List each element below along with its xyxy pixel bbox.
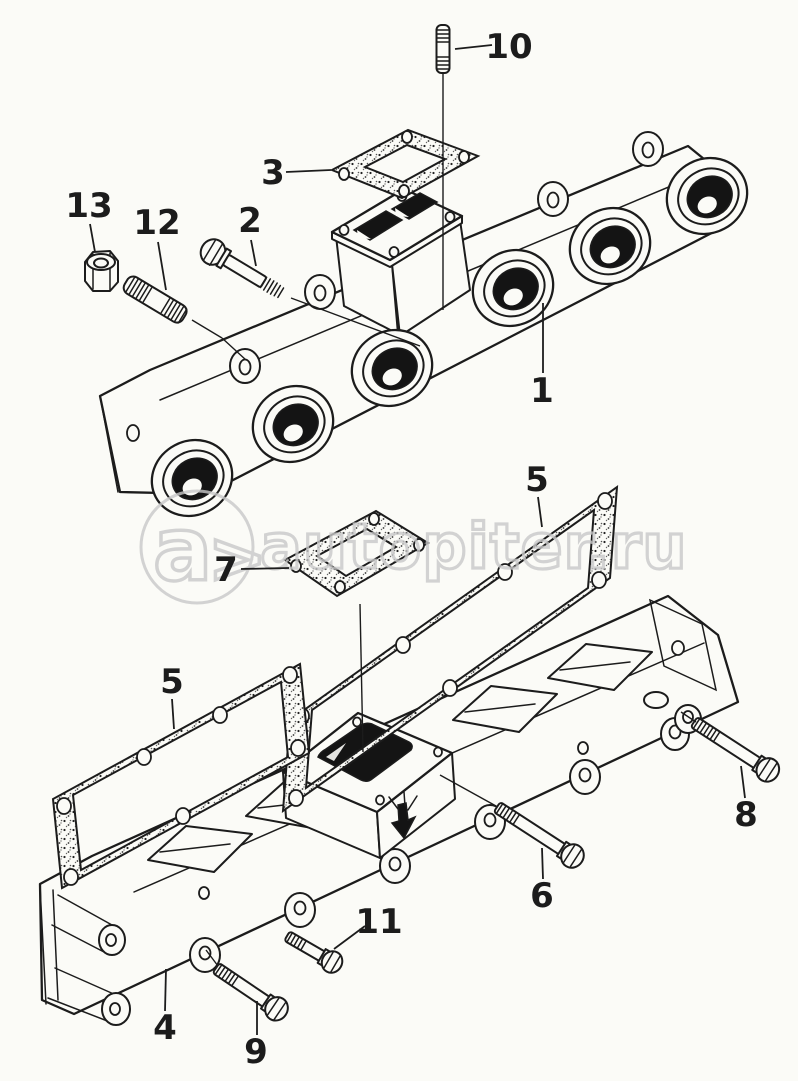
assembly-line [221, 337, 247, 361]
assembly-line [205, 949, 219, 967]
callouts-layer: 10 3 13 12 2 1 5 7 5 8 6 11 4 9 [65, 27, 758, 1072]
watermark-text: autopiter.ru [260, 510, 688, 583]
bolt-6 [493, 802, 585, 869]
callout-label-4: 4 [153, 1008, 177, 1048]
assembly-lines [191, 74, 697, 967]
callout-leader-line [89, 223, 96, 253]
watermark-logo-letter: a [153, 498, 212, 601]
bolt-9 [212, 963, 289, 1022]
callout-label-1: 1 [530, 371, 554, 411]
stud-10 [435, 24, 451, 74]
bolt-8 [690, 717, 781, 783]
callout-label-8: 8 [734, 795, 758, 835]
exhaust-manifold [98, 131, 749, 518]
callout-leader-line [240, 567, 290, 570]
callout-leader-line [333, 925, 366, 950]
assembly-line [439, 774, 497, 807]
intake-manifold [38, 594, 740, 1026]
exhaust-lugs [126, 131, 664, 442]
exhaust-ports [150, 156, 749, 518]
callout-leader-line [740, 765, 746, 799]
bolt-11 [284, 931, 344, 974]
assembly-line [290, 297, 421, 347]
nut-13 [84, 250, 119, 292]
callout-label-11: 11 [355, 902, 402, 942]
callout-label-2: 2 [238, 201, 262, 241]
flow-arrow-icon [388, 791, 418, 840]
stud-12 [122, 275, 188, 324]
gasket-turbo-upper [329, 128, 481, 200]
callout-label-5: 5 [160, 662, 184, 702]
gasket-intake-upper [281, 484, 619, 814]
watermark: a > autopiter.ru [139, 489, 688, 605]
callout-label-5: 5 [525, 460, 549, 500]
bolt-2 [199, 238, 285, 299]
callout-leader-line [537, 496, 543, 528]
callout-leader-line [171, 698, 175, 730]
callout-label-3: 3 [261, 153, 285, 193]
watermark-logo-circle [139, 489, 255, 605]
intake-left-frame [39, 885, 131, 1026]
callout-leader-line [541, 847, 544, 880]
gasket-intake-lower [51, 662, 311, 890]
assembly-line [680, 711, 697, 723]
callout-label-10: 10 [485, 27, 532, 67]
callout-label-13: 13 [65, 186, 112, 226]
watermark-logo-arrow: > [208, 517, 267, 599]
callout-label-9: 9 [244, 1032, 268, 1072]
callout-label-12: 12 [133, 203, 180, 243]
callout-label-6: 6 [530, 876, 554, 916]
intake-lugs [189, 717, 690, 973]
callout-label-7: 7 [214, 550, 238, 590]
assembly-line [191, 319, 223, 339]
callout-leader-line [250, 239, 257, 267]
callout-leader-line [164, 968, 167, 1012]
assembly-line [359, 603, 364, 753]
callout-leader-line [285, 169, 332, 173]
callout-leader-line [454, 44, 493, 50]
callout-leader-line [157, 241, 167, 291]
gasket-turbo-lower [283, 509, 430, 598]
